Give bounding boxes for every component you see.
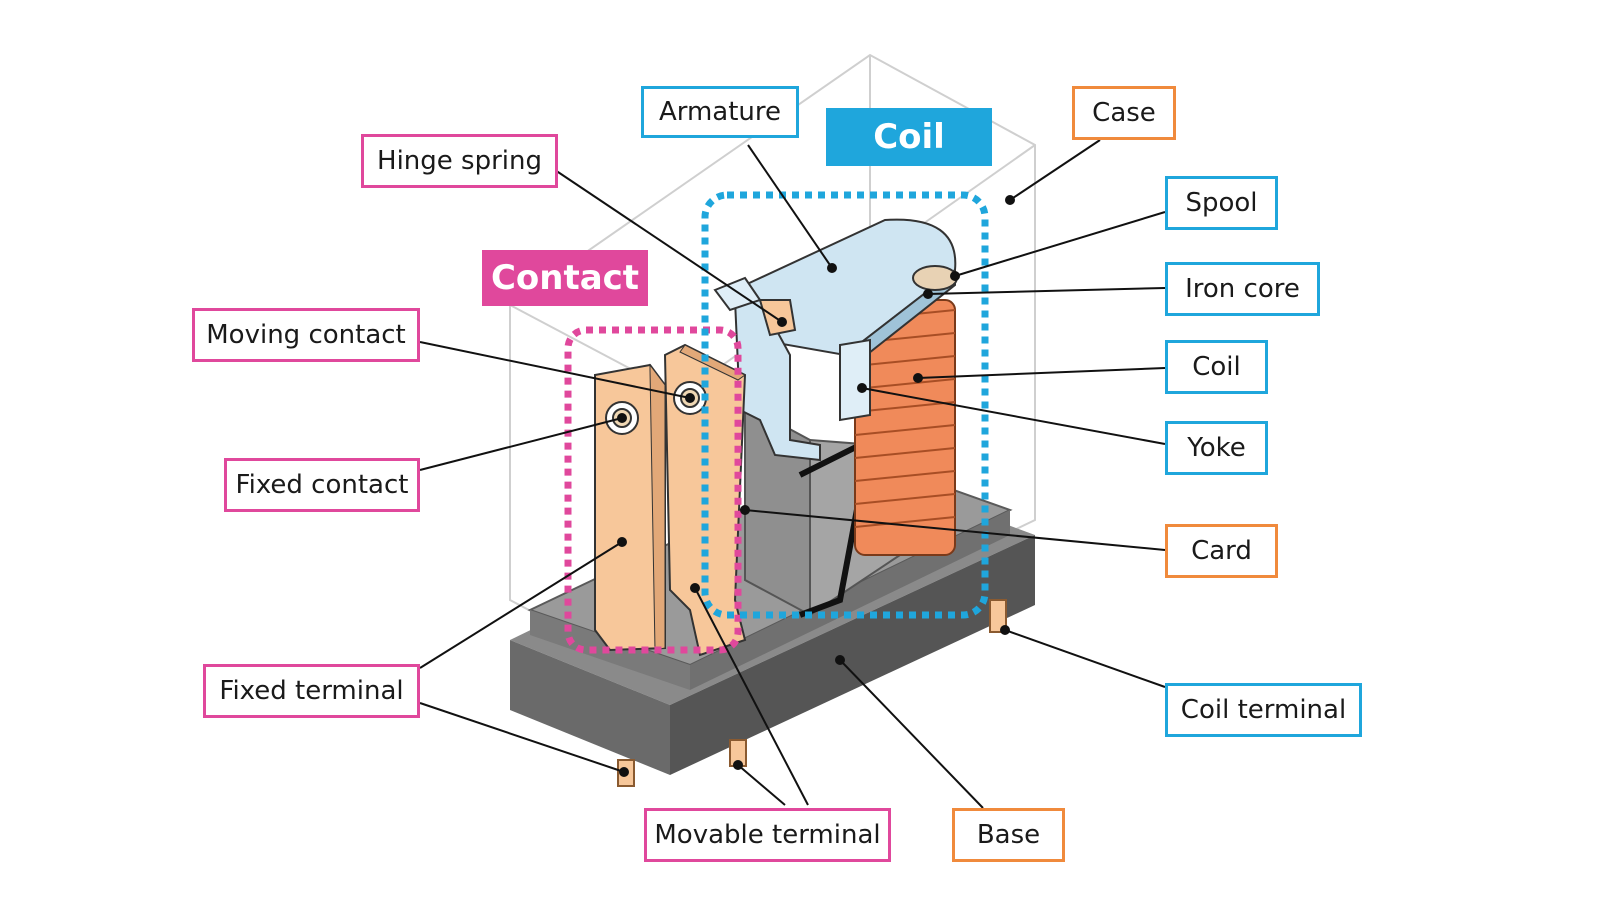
label-coil-terminal: Coil terminal: [1165, 683, 1362, 737]
label-fixed-terminal: Fixed terminal: [203, 664, 420, 718]
label-hinge-spring: Hinge spring: [361, 134, 558, 188]
terminal-pins: [617, 599, 1007, 787]
coil-group-outline: [701, 191, 989, 619]
label-armature: Armature: [641, 86, 799, 138]
label-spool: Spool: [1165, 176, 1278, 230]
label-case: Case: [1072, 86, 1176, 140]
label-movable-terminal: Movable terminal: [644, 808, 891, 862]
fixed-terminal-strip: [594, 363, 666, 652]
coil-group-tag: Coil: [826, 108, 992, 166]
label-base: Base: [952, 808, 1065, 862]
label-moving-contact: Moving contact: [192, 308, 420, 362]
contact-group-tag: Contact: [482, 250, 648, 306]
label-iron-core: Iron core: [1165, 262, 1320, 316]
label-yoke: Yoke: [1165, 421, 1268, 475]
leader-lines: [419, 139, 1166, 809]
label-coil: Coil: [1165, 340, 1268, 394]
armature-top: [743, 218, 958, 375]
hinge-spring: [713, 276, 797, 337]
label-card: Card: [1165, 524, 1278, 578]
label-fixed-contact: Fixed contact: [224, 458, 420, 512]
contact-group-outline: [564, 326, 742, 654]
